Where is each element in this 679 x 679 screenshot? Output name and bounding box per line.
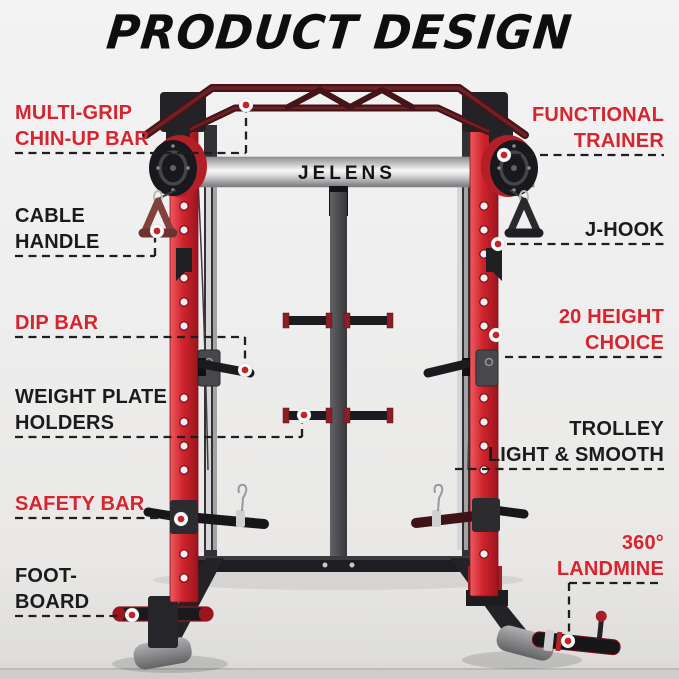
- label-line: WEIGHT PLATE: [15, 386, 168, 408]
- j-hook-left: [176, 248, 192, 281]
- multi-grip-chin-up-bar: [142, 84, 529, 141]
- dot-safety-bar: [173, 511, 189, 527]
- label-line: CABLE: [15, 205, 85, 227]
- center-column: [329, 186, 348, 558]
- leader-360-landmine: [567, 581, 662, 633]
- label-trolley-light-smooth: TROLLEY LIGHT & SMOOTH: [488, 416, 664, 468]
- label-foot-board: FOOT- BOARD: [15, 563, 89, 615]
- brand-logo: JELENS: [298, 163, 396, 184]
- label-line: LANDMINE: [556, 558, 664, 580]
- dot-foot-board: [124, 607, 140, 623]
- label-multi-grip-chin-up-bar: MULTI-GRIP CHIN-UP BAR: [15, 100, 149, 152]
- label-line: TROLLEY: [569, 418, 664, 440]
- dot-chin-up-bar: [238, 97, 254, 113]
- label-line: DIP BAR: [15, 312, 99, 334]
- leader-cable-handle: [15, 238, 157, 258]
- marker-dots: [124, 97, 576, 649]
- label-cable-handle: CABLE HANDLE: [15, 203, 100, 255]
- leader-multi-grip-chin-up-bar: [15, 112, 248, 155]
- cable: [197, 179, 209, 471]
- j-hook-right: [486, 248, 502, 281]
- label-line: CHIN-UP BAR: [15, 128, 150, 150]
- label-line: LIGHT & SMOOTH: [487, 444, 664, 466]
- leader-lines: [15, 112, 664, 633]
- functional-trainer-pulley-right: [481, 128, 538, 197]
- label-360-landmine: 360° LANDMINE: [557, 530, 664, 582]
- dot-360-landmine: [560, 633, 576, 649]
- label-line: J-HOOK: [585, 219, 664, 241]
- dot-cable-handle: [149, 223, 165, 239]
- label-line: MULTI-GRIP: [15, 102, 133, 124]
- dot-weight-plate-holders: [296, 407, 312, 423]
- dot-dip-bar: [237, 362, 253, 378]
- weight-plate-holder-row-top: [282, 312, 394, 329]
- dot-functional-trainer: [496, 147, 512, 163]
- label-dip-bar: DIP BAR: [15, 310, 98, 336]
- label-safety-bar: SAFETY BAR: [15, 491, 144, 517]
- label-line: SAFETY BAR: [15, 493, 145, 515]
- cable-handle-right: [504, 189, 544, 238]
- label-line: FOOT-: [15, 565, 78, 587]
- label-line: TRAINER: [573, 130, 664, 152]
- dot-20-height-choice: [488, 327, 504, 343]
- label-weight-plate-holders: WEIGHT PLATE HOLDERS: [15, 384, 167, 436]
- landmine: [531, 610, 621, 656]
- label-j-hook: J-HOOK: [585, 217, 664, 243]
- label-functional-trainer: FUNCTIONAL TRAINER: [532, 102, 664, 154]
- floor: [0, 570, 679, 679]
- label-line: HOLDERS: [15, 412, 115, 434]
- label-line: 20 HEIGHT: [558, 306, 664, 328]
- label-line: BOARD: [15, 591, 90, 613]
- dip-bar-right: [423, 358, 471, 378]
- label-line: HANDLE: [15, 231, 100, 253]
- trolley-right: [475, 349, 499, 387]
- dot-j-hook: [490, 236, 506, 252]
- safety-bar-right: [411, 483, 529, 532]
- label-line: FUNCTIONAL: [532, 104, 664, 126]
- label-line: CHOICE: [585, 332, 664, 354]
- label-20-height-choice: 20 HEIGHT CHOICE: [559, 304, 664, 356]
- leader-weight-plate-holders: [15, 423, 304, 439]
- label-line: 360°: [621, 532, 664, 554]
- leader-dip-bar: [15, 335, 247, 362]
